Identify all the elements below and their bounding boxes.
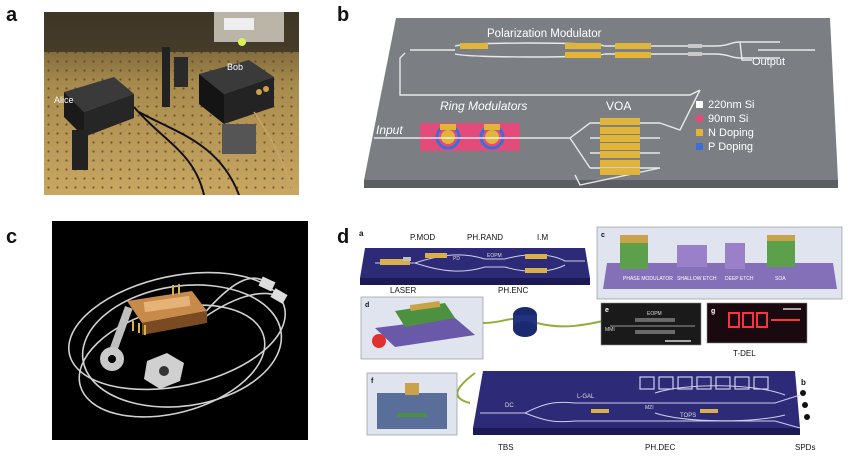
inset-d-laser-3d	[360, 296, 484, 360]
sub-g-label: g	[711, 308, 715, 315]
panel-b-chip: Polarization Modulator Output Ring Modul…	[360, 10, 840, 200]
legend-item-220nm-si: 220nm Si	[708, 99, 754, 111]
mmi-label: MMI	[605, 327, 615, 333]
inset-c-cross-sections	[596, 226, 843, 300]
panel-d-figure: a P.MOD PH.RAND I.M PD EOPM LASER PH.ENC…	[355, 223, 847, 455]
shallow-etch-label: SHALLOW ETCH	[677, 276, 717, 282]
eopm-micrograph-label: EOPM	[647, 311, 662, 317]
input-label: Input	[376, 123, 403, 137]
material-legend: 220nm Si 90nm Si N Doping P Doping	[696, 99, 754, 153]
chip-package	[127, 284, 207, 335]
panel-letter-b: b	[337, 4, 350, 26]
tdel-label: T-DEL	[733, 349, 756, 358]
phenc-label: PH.ENC	[498, 286, 528, 295]
voa-label: VOA	[606, 99, 631, 113]
panel-c-photo	[52, 221, 308, 440]
panel-letter-a: a	[6, 4, 18, 26]
output-label: Output	[752, 56, 785, 68]
soa-label: SOA	[775, 276, 786, 282]
bob-device	[199, 60, 274, 154]
panel-letter-d: d	[337, 226, 350, 248]
key-object	[100, 306, 133, 371]
phdec-label: PH.DEC	[645, 443, 675, 452]
panel-letter-c: c	[6, 226, 18, 248]
optical-table-photo: Alice Bob	[44, 12, 299, 195]
bob-label: Bob	[227, 62, 243, 72]
eopm-label: EOPM	[487, 253, 502, 259]
polarization-modulator-label: Polarization Modulator	[487, 28, 602, 40]
legend-item-p-doping: P Doping	[708, 141, 753, 153]
tops-label: TOPS	[680, 413, 696, 419]
phase-modulator-label: PHASE MODULATOR	[623, 276, 673, 282]
ring-modulators-label: Ring Modulators	[440, 99, 527, 113]
tbs-label: TBS	[498, 443, 514, 452]
alice-device	[64, 77, 134, 170]
receiver-chip	[473, 371, 810, 435]
ring-modulators	[420, 123, 520, 151]
sub-e-label: e	[605, 307, 609, 314]
sub-c-label: c	[601, 232, 605, 239]
panel-a-photo: Alice Bob	[44, 12, 299, 195]
spds-label: SPDs	[795, 443, 815, 452]
sub-b-label: b	[801, 378, 806, 387]
polarization-modulator	[460, 43, 702, 58]
deep-etch-label: DEEP ETCH	[725, 276, 754, 282]
inset-g-delay-line	[706, 302, 808, 344]
delay-spirals	[639, 376, 769, 390]
transmitter-chip	[360, 248, 590, 285]
legend-item-90nm-si: 90nm Si	[708, 113, 748, 125]
pd-label: PD	[453, 256, 460, 262]
sub-a-label: a	[359, 229, 364, 238]
lgal-label: L-GAL	[577, 394, 595, 400]
phrand-label: PH.RAND	[467, 233, 503, 242]
laser-label: LASER	[390, 286, 416, 295]
legend-item-n-doping: N Doping	[708, 127, 754, 139]
packaged-chip-photo	[52, 221, 308, 440]
sub-d-label: d	[365, 302, 369, 309]
inset-f-cross-section	[366, 372, 458, 436]
voa-array	[600, 118, 640, 175]
dc-label: DC	[505, 403, 514, 409]
pmod-label: P.MOD	[410, 233, 435, 242]
sub-f-label: f	[371, 378, 374, 385]
inset-e-micrograph	[600, 302, 702, 346]
im-label: I.M	[537, 233, 548, 242]
mzi-label: MZI	[645, 405, 654, 411]
alice-label: Alice	[54, 95, 74, 105]
